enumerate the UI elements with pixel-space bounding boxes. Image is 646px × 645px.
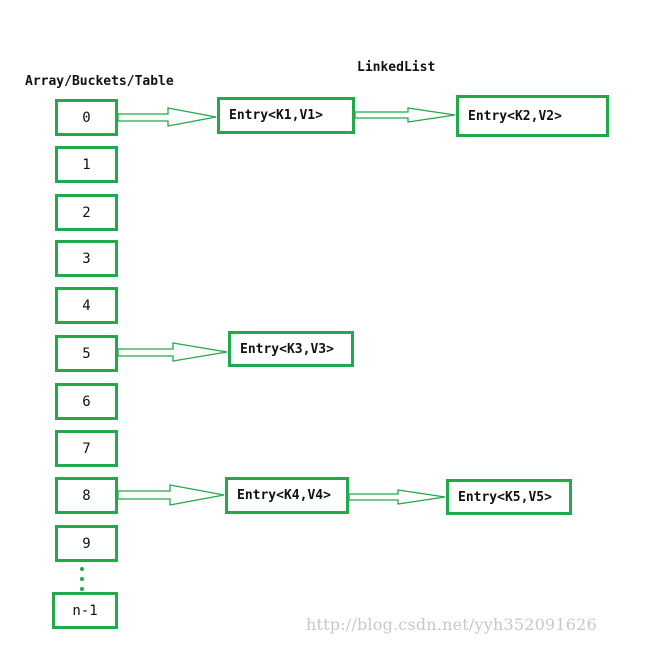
bucket-n-minus-1: n-1 <box>52 592 118 629</box>
bucket-5: 5 <box>55 335 118 372</box>
arrow-bucket8-to-k4 <box>117 484 225 506</box>
watermark-url: http://blog.csdn.net/yyh352091626 <box>306 615 597 634</box>
bucket-3: 3 <box>55 240 118 277</box>
arrow-k4-to-k5 <box>348 489 446 505</box>
bucket-7: 7 <box>55 430 118 467</box>
bucket-4: 4 <box>55 287 118 324</box>
ellipsis-dot <box>80 567 84 571</box>
entry-k2-v2: Entry<K2,V2> <box>456 95 609 137</box>
linkedlist-label: LinkedList <box>357 60 436 75</box>
bucket-9: 9 <box>55 525 118 562</box>
arrow-bucket0-to-k1 <box>117 107 217 127</box>
bucket-8: 8 <box>55 477 118 514</box>
array-buckets-table-label: Array/Buckets/Table <box>25 74 174 89</box>
bucket-6: 6 <box>55 383 118 420</box>
entry-k1-v1: Entry<K1,V1> <box>217 97 355 134</box>
entry-k3-v3: Entry<K3,V3> <box>228 331 354 367</box>
arrow-bucket5-to-k3 <box>117 342 228 362</box>
arrow-k1-to-k2 <box>354 107 456 123</box>
ellipsis-dot <box>80 577 84 581</box>
entry-k5-v5: Entry<K5,V5> <box>446 479 572 515</box>
ellipsis-dot <box>80 587 84 591</box>
entry-k4-v4: Entry<K4,V4> <box>225 477 349 514</box>
bucket-0: 0 <box>55 99 118 136</box>
bucket-1: 1 <box>55 146 118 183</box>
bucket-2: 2 <box>55 194 118 231</box>
